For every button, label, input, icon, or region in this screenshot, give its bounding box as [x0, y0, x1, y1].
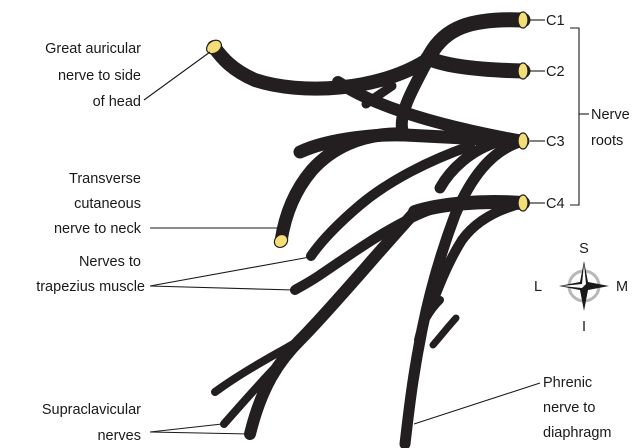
transverse-cutaneous-line2: cutaneous: [74, 196, 141, 212]
c2-root-end: [518, 63, 528, 79]
leader-phrenic: [414, 383, 540, 424]
trapezius-line1: Nerves to: [79, 254, 141, 270]
c2-trunk: [428, 58, 523, 71]
compass-label-medial: M: [616, 279, 628, 295]
leader-trapezius-2: [150, 286, 294, 290]
phrenic-line2: nerve to: [543, 400, 595, 416]
great-auricular-line1: Great auricular: [45, 41, 141, 57]
phrenic-line3: diaphragm: [543, 425, 612, 441]
transverse-cutaneous-line1: Transverse: [69, 171, 141, 187]
trapezius-line2: trapezius muscle: [36, 279, 145, 295]
root-label-c2: C2: [546, 64, 565, 80]
c3-root-end: [518, 133, 528, 149]
transverse-cutaneous-line3: nerve to neck: [54, 221, 142, 237]
label-nerve-roots: Nerve roots: [591, 107, 630, 149]
root-label-c1: C1: [546, 13, 565, 29]
c1-trunk: [430, 20, 523, 55]
phrenic-nerve-outline: [405, 141, 523, 444]
leader-supraclavicular-1: [150, 424, 222, 432]
leader-trapezius-1: [150, 257, 310, 286]
great-auricular-line3: of head: [93, 94, 141, 110]
nerve-roots-bracket: [570, 28, 579, 205]
c1-root-end: [518, 12, 528, 28]
label-supraclavicular: Supraclavicular nerves: [42, 402, 141, 444]
phrenic-small-twig: [433, 318, 456, 345]
supraclavicular-line1: Supraclavicular: [42, 402, 141, 418]
root-labels: C1 C2 C3 C4: [546, 13, 565, 212]
compass-label-lateral: L: [534, 279, 542, 295]
leader-great-auricular: [144, 52, 210, 100]
leader-supraclavicular-2: [150, 432, 250, 434]
compass-label-inferior: I: [582, 319, 586, 335]
label-great-auricular: Great auricular nerve to side of head: [45, 41, 141, 110]
nerve-roots-line1: Nerve: [591, 107, 630, 123]
phrenic-line1: Phrenic: [543, 375, 592, 391]
label-phrenic: Phrenic nerve to diaphragm: [543, 375, 612, 441]
label-transverse-cutaneous: Transverse cutaneous nerve to neck: [54, 171, 142, 237]
supraclavicular-line2: nerves: [97, 428, 141, 444]
root-label-c4: C4: [546, 196, 565, 212]
nerve-fills: [214, 20, 523, 444]
root-label-c3: C3: [546, 134, 565, 150]
orientation-compass: S I L M: [534, 241, 628, 335]
nerve-roots-line2: roots: [591, 133, 623, 149]
great-auricular-line2: nerve to side: [58, 68, 141, 84]
label-trapezius: Nerves to trapezius muscle: [36, 254, 145, 295]
c4-root-end: [518, 195, 528, 211]
compass-label-superior: S: [579, 241, 589, 257]
